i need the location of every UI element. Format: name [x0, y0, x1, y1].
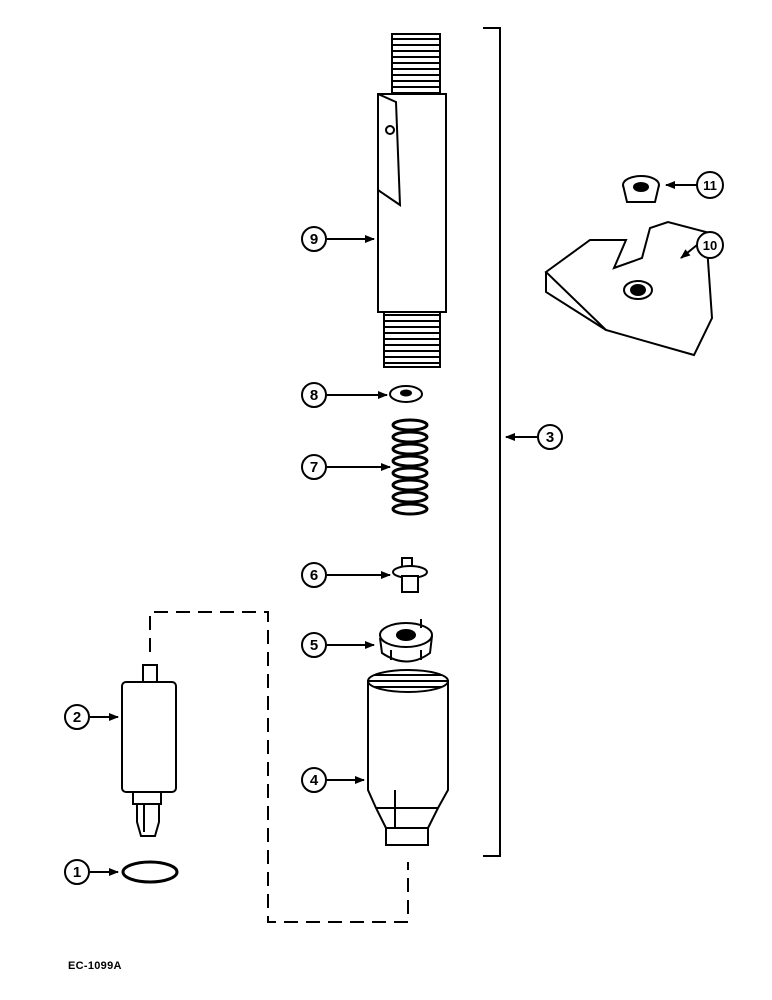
callout-8: 8 [310, 387, 318, 404]
drawing-code: EC-1099A [68, 960, 122, 972]
spring [391, 418, 429, 516]
washer [121, 860, 179, 884]
spindle [392, 557, 428, 593]
injector-body [377, 33, 447, 368]
seal [622, 175, 660, 203]
callout-leaders [90, 181, 698, 876]
callout-1: 1 [73, 864, 81, 881]
clamp [544, 220, 714, 357]
callout-circles [64, 171, 724, 885]
dashed-connector [149, 611, 409, 923]
shim [389, 385, 423, 403]
callout-6: 6 [310, 567, 318, 584]
callout-11: 11 [703, 178, 717, 193]
callout-4: 4 [310, 772, 319, 789]
nozzle [121, 664, 177, 837]
callout-2: 2 [73, 709, 81, 726]
callout-5: 5 [310, 637, 318, 654]
callout-7: 7 [310, 459, 318, 476]
callout-9: 9 [310, 231, 318, 248]
callout-3: 3 [546, 429, 554, 446]
callout-10: 10 [703, 238, 717, 253]
assembly-bracket [483, 27, 501, 857]
spacer [379, 619, 433, 663]
retaining-nut [367, 669, 449, 846]
